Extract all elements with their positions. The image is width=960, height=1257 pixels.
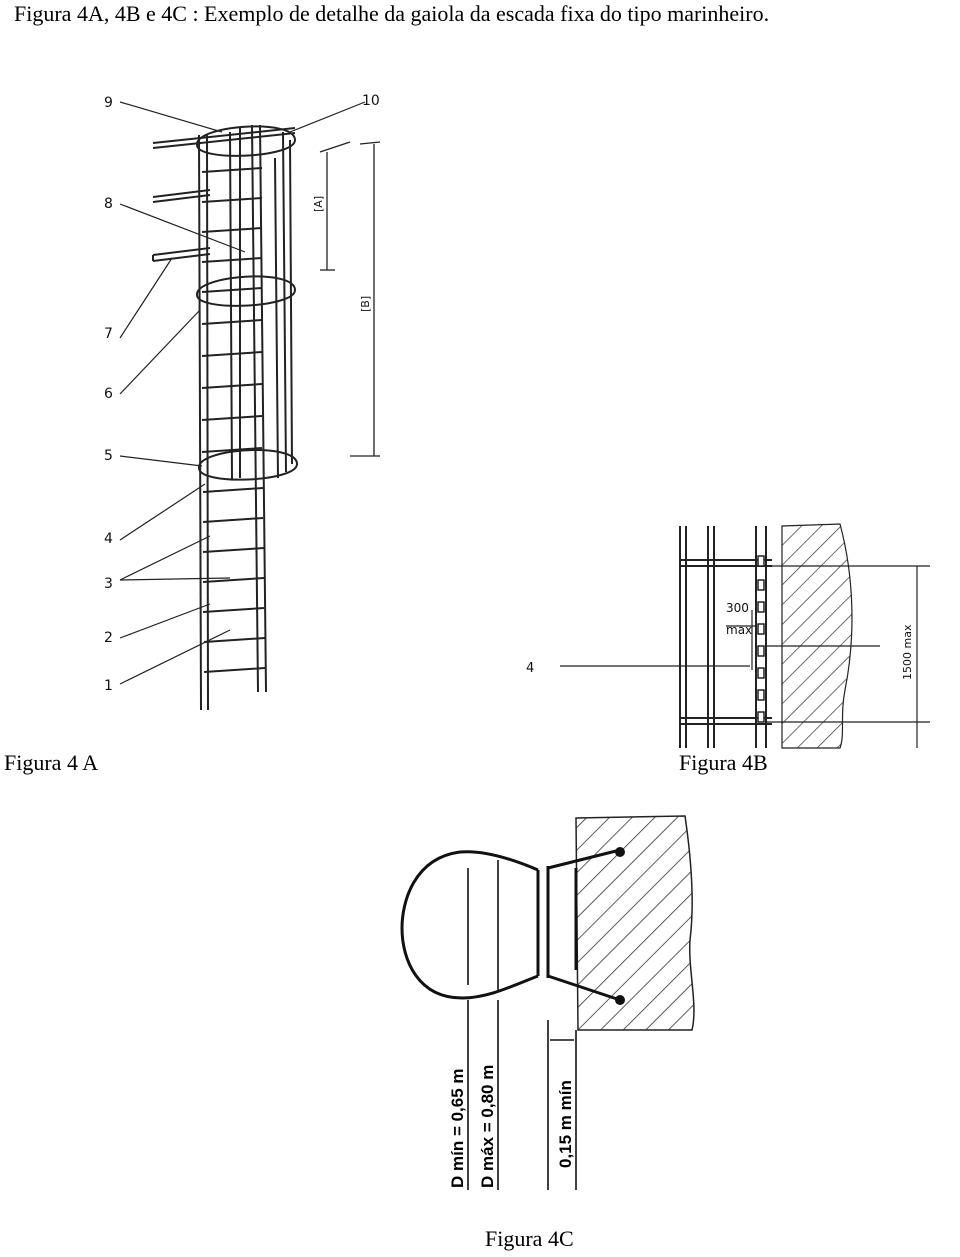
callout-2: 2 <box>104 630 113 646</box>
page-title: Figura 4A, 4B e 4C : Exemplo de detalhe … <box>14 1 770 26</box>
spacing-value: 300 <box>726 601 749 615</box>
callout-3: 3 <box>104 576 113 592</box>
caption-figure-4a: Figura 4 A <box>4 750 99 775</box>
callout-9: 9 <box>104 95 113 111</box>
callout-6: 6 <box>104 386 113 402</box>
clearance-label: 0,15 m mín <box>556 1080 575 1168</box>
height-dimension-label: 1500 max <box>901 624 914 680</box>
dimension-b-label: [B] <box>359 296 372 312</box>
figure-4a-ladder-cage: [A] [B] 9 10 8 7 6 5 4 3 2 1 <box>104 93 381 711</box>
callout-4b: 4 <box>526 661 534 676</box>
caption-figure-4c: Figura 4C <box>485 1226 574 1251</box>
diameter-min-label: D mín = 0,65 m <box>448 1068 467 1188</box>
callout-10: 10 <box>362 93 380 109</box>
figure-4c-cage-plan: D mín = 0,65 m D máx = 0,80 m 0,15 m mín <box>400 815 695 1190</box>
diameter-max-label: D máx = 0,80 m <box>478 1065 497 1188</box>
caption-figure-4b: Figura 4B <box>679 750 768 775</box>
callout-7: 7 <box>104 326 113 342</box>
callout-8: 8 <box>104 196 113 212</box>
dimension-a-label: [A] <box>312 196 325 212</box>
callout-1: 1 <box>104 678 113 694</box>
figure-4b-cage-detail: 4 300 max 1500 max <box>526 523 930 749</box>
callout-4: 4 <box>104 531 113 547</box>
spacing-unit: max <box>726 623 752 637</box>
callout-5: 5 <box>104 448 113 464</box>
